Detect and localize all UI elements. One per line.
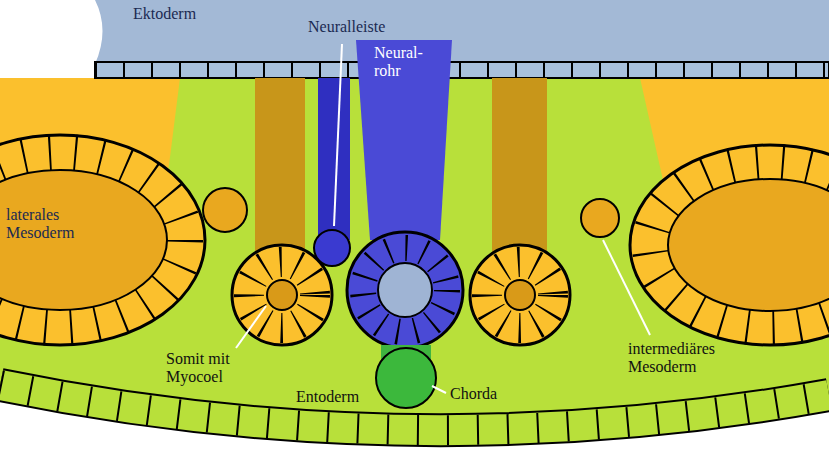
node-text: Neural- rohr xyxy=(374,44,436,81)
lateral-mesoderm: laterales Mesoderm xyxy=(4,206,104,266)
neural-crest-label: Neuralleiste xyxy=(308,18,385,36)
ectoderm-band: Ektoderm xyxy=(95,0,829,60)
somite-label: Somit mit Myocoel xyxy=(166,350,246,387)
node-text: Ektoderm xyxy=(133,5,829,23)
node-text: laterales Mesoderm xyxy=(6,206,94,243)
entoderm-label: Entoderm xyxy=(296,388,359,406)
neural-tube: Neural- rohr xyxy=(370,44,442,114)
intermediate-mesoderm-label: intermediäres Mesoderm xyxy=(628,340,740,377)
chorda-label: Chorda xyxy=(450,385,497,403)
